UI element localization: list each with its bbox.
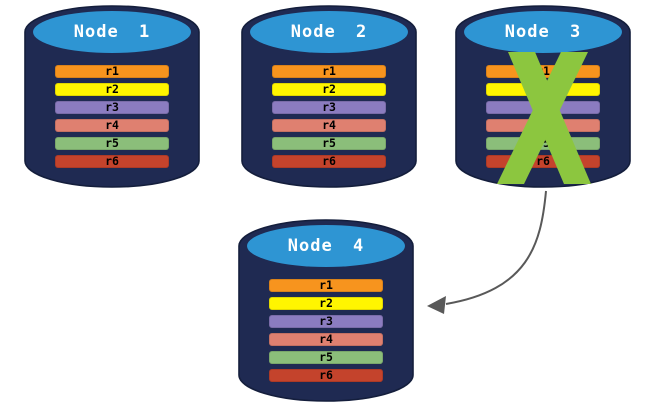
row-list: r1 r2 r3 r4 r5 r6 xyxy=(269,279,383,382)
row-label: r6 xyxy=(105,154,119,168)
row-label: r6 xyxy=(319,368,333,382)
row-r4: r4 xyxy=(55,119,169,132)
row-r6: r6 xyxy=(272,155,386,168)
row-r1: r1 xyxy=(55,65,169,78)
row-r3: r3 xyxy=(55,101,169,114)
row-r4: r4 xyxy=(486,119,600,132)
row-r4: r4 xyxy=(272,119,386,132)
row-r6: r6 xyxy=(486,155,600,168)
row-r2: r2 xyxy=(272,83,386,96)
row-r1: r1 xyxy=(272,65,386,78)
row-r6: r6 xyxy=(55,155,169,168)
node-1: Node 1 r1 r2 r3 r4 r5 r6 xyxy=(23,4,201,190)
row-r5: r5 xyxy=(272,137,386,150)
row-label: r5 xyxy=(322,136,336,150)
row-r3: r3 xyxy=(486,101,600,114)
row-label: r6 xyxy=(536,154,550,168)
row-label: r3 xyxy=(319,314,333,328)
row-label: r4 xyxy=(105,118,119,132)
row-label: r4 xyxy=(322,118,336,132)
row-label: r4 xyxy=(319,332,333,346)
failover-arrow xyxy=(445,190,547,305)
row-label: r5 xyxy=(536,136,550,150)
row-list: r1 r2 r3 r4 r5 r6 xyxy=(272,65,386,168)
row-label: r3 xyxy=(536,100,550,114)
row-r5: r5 xyxy=(269,351,383,364)
row-label: r4 xyxy=(536,118,550,132)
row-r3: r3 xyxy=(272,101,386,114)
row-label: r1 xyxy=(322,64,336,78)
row-label: r3 xyxy=(322,100,336,114)
node-title: Node 1 xyxy=(73,22,151,42)
row-label: r2 xyxy=(322,82,336,96)
node-4: Node 4 r1 r2 r3 r4 r5 r6 xyxy=(237,218,415,402)
row-r2: r2 xyxy=(55,83,169,96)
failover-arrowhead-icon xyxy=(427,296,446,314)
row-r3: r3 xyxy=(269,315,383,328)
row-list: r1 r2 r3 r4 r5 r6 xyxy=(486,65,600,168)
row-r5: r5 xyxy=(55,137,169,150)
row-r4: r4 xyxy=(269,333,383,346)
row-r1: r1 xyxy=(269,279,383,292)
row-r1: r1 xyxy=(486,65,600,78)
row-label: r1 xyxy=(319,278,333,292)
row-r5: r5 xyxy=(486,137,600,150)
node-title: Node 4 xyxy=(287,236,365,256)
row-label: r3 xyxy=(105,100,119,114)
row-list: r1 r2 r3 r4 r5 r6 xyxy=(55,65,169,168)
row-r6: r6 xyxy=(269,369,383,382)
node-3: Node 3 r1 r2 r3 r4 r5 r6 xyxy=(454,4,632,190)
row-label: r2 xyxy=(105,82,119,96)
row-label: r5 xyxy=(319,350,333,364)
row-r2: r2 xyxy=(269,297,383,310)
row-r2: r2 xyxy=(486,83,600,96)
row-label: r6 xyxy=(322,154,336,168)
row-label: r2 xyxy=(319,296,333,310)
node-2: Node 2 r1 r2 r3 r4 r5 r6 xyxy=(240,4,418,190)
row-label: r2 xyxy=(536,82,550,96)
row-label: r1 xyxy=(536,64,550,78)
row-label: r1 xyxy=(105,64,119,78)
row-label: r5 xyxy=(105,136,119,150)
node-title: Node 2 xyxy=(290,22,368,42)
node-title: Node 3 xyxy=(504,22,582,42)
